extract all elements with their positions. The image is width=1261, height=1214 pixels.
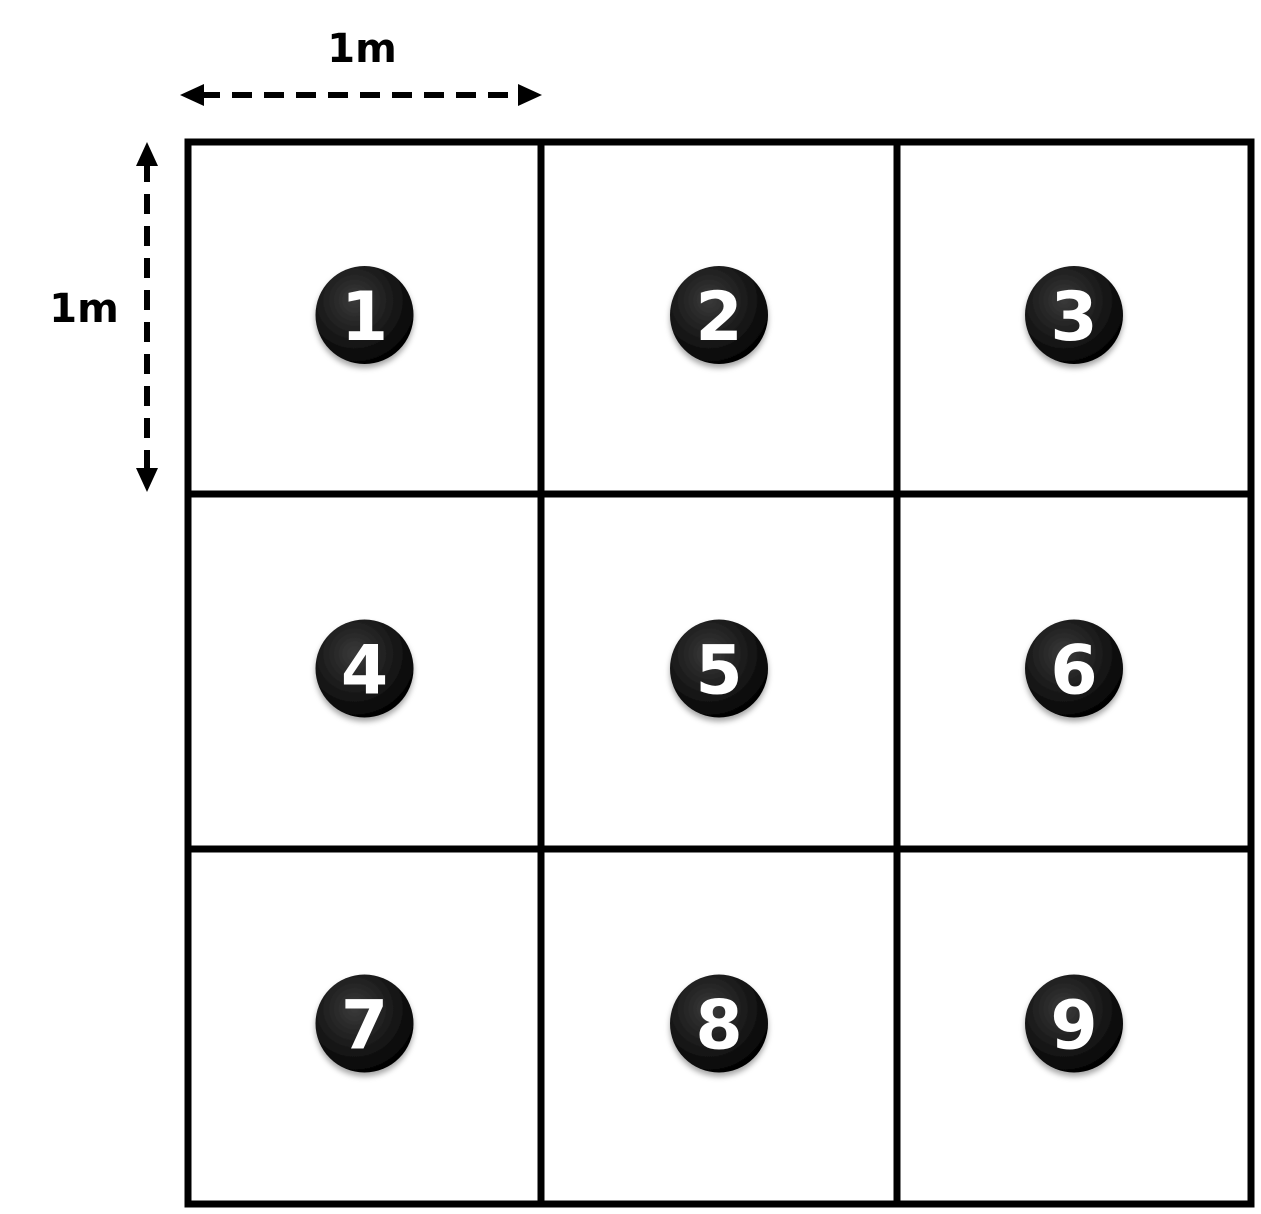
vertical-dimension: 1m xyxy=(49,142,158,492)
cell-7: 7 xyxy=(315,974,414,1073)
cell-number: 8 xyxy=(695,987,742,1066)
cell-number: 6 xyxy=(1050,632,1097,711)
cell-badge xyxy=(1025,266,1123,364)
horizontal-dimension-label: 1m xyxy=(327,26,397,72)
arrow-down-icon xyxy=(136,468,158,492)
cell-number: 2 xyxy=(695,278,742,357)
cell-2: 2 xyxy=(670,266,768,364)
cell-number: 5 xyxy=(695,632,742,711)
vertical-dimension-label: 1m xyxy=(49,286,119,332)
cell-badge xyxy=(315,266,414,364)
cell-9: 9 xyxy=(1025,974,1123,1073)
cell-1: 1 xyxy=(315,266,414,364)
grid-border xyxy=(184,138,1255,1208)
cell-badge xyxy=(670,619,768,718)
cell-5: 5 xyxy=(670,619,768,718)
cell-number: 4 xyxy=(341,632,388,711)
cell-badge xyxy=(1025,974,1123,1073)
cell-badge xyxy=(670,974,768,1073)
arrow-left-icon xyxy=(180,84,204,106)
cell-badge xyxy=(1025,619,1123,718)
cell-number: 7 xyxy=(341,987,388,1066)
cell-badge xyxy=(315,619,414,718)
cell-3: 3 xyxy=(1025,266,1123,364)
cell-number: 9 xyxy=(1050,987,1097,1066)
cell-number: 3 xyxy=(1050,278,1097,357)
arrow-right-icon xyxy=(518,84,542,106)
arrow-up-icon xyxy=(136,142,158,166)
cell-8: 8 xyxy=(670,974,768,1073)
cell-number: 1 xyxy=(341,278,388,357)
grid-cells: 1 2 3 4 5 6 7 8 9 xyxy=(315,266,1123,1073)
cell-badge xyxy=(315,974,414,1073)
cell-6: 6 xyxy=(1025,619,1123,718)
cell-badge xyxy=(670,266,768,364)
horizontal-dimension: 1m xyxy=(180,26,542,106)
cell-4: 4 xyxy=(315,619,414,718)
grid-lines xyxy=(184,138,1255,1208)
